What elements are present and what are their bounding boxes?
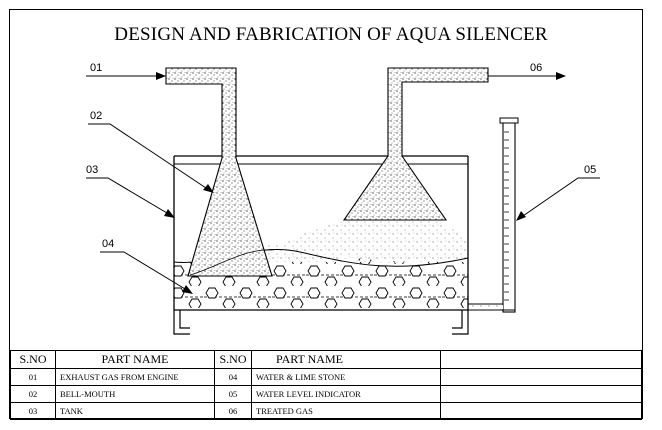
parts-table: S.NO PART NAME S.NO PART NAME 01 EXHAUST… [10, 350, 642, 420]
callout-05: 05 [584, 164, 597, 176]
parts-table-header: S.NO PART NAME S.NO PART NAME [10, 350, 642, 369]
row-part-name: WATER LEVEL INDICATOR [251, 385, 441, 403]
row-sno: 02 [10, 385, 56, 403]
row-part-name: EXHAUST GAS FROM ENGINE [55, 368, 215, 386]
row-part-name: TANK [55, 402, 215, 420]
row-sno: 04 [214, 368, 252, 386]
callout-leaders [86, 75, 600, 293]
header-sno-2: S.NO [214, 350, 252, 369]
row-blank [440, 402, 642, 420]
outlet-bell-mouth [342, 67, 489, 221]
sand-region [280, 215, 468, 262]
row-blank [440, 368, 642, 386]
row-sno: 05 [214, 385, 252, 403]
callout-01: 01 [90, 62, 103, 74]
row-blank [440, 385, 642, 403]
row-sno: 06 [214, 402, 252, 420]
callout-02: 02 [90, 110, 103, 122]
callout-06: 06 [530, 62, 543, 74]
table-row: 02 BELL-MOUTH 05 WATER LEVEL INDICATOR [10, 385, 642, 403]
water-level-indicator [468, 117, 519, 313]
callout-04: 04 [102, 238, 115, 250]
row-sno: 03 [10, 402, 56, 420]
row-part-name: BELL-MOUTH [55, 385, 215, 403]
row-sno: 01 [10, 368, 56, 386]
inlet-bell-mouth [165, 67, 273, 277]
drawing-title: DESIGN AND FABRICATION OF AQUA SILENCER [114, 24, 548, 45]
header-part-name-1: PART NAME [55, 350, 215, 369]
arrow-heads [156, 72, 566, 294]
aqua-silencer-diagram [86, 67, 600, 335]
header-blank [440, 350, 642, 369]
callout-03: 03 [86, 164, 99, 176]
header-sno-1: S.NO [10, 350, 56, 369]
table-row: 01 EXHAUST GAS FROM ENGINE 04 WATER & LI… [10, 368, 642, 386]
table-row: 03 TANK 06 TREATED GAS [10, 402, 642, 420]
row-part-name: WATER & LIME STONE [251, 368, 441, 386]
header-part-name-2: PART NAME [251, 350, 441, 369]
row-part-name: TREATED GAS [251, 402, 441, 420]
